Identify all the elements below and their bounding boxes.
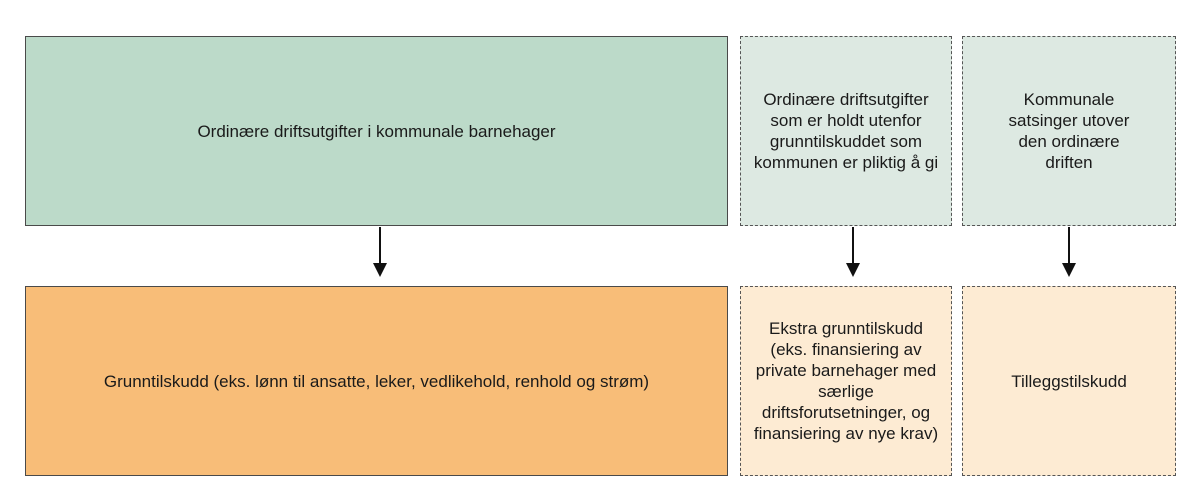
box-supplementary-grant: Tilleggstilskudd xyxy=(962,286,1176,476)
box-extra-basic-grant: Ekstra grunntilskudd (eks. finansiering … xyxy=(740,286,952,476)
box-extra-basic-grant-text: Ekstra grunntilskudd (eks. finansiering … xyxy=(753,319,939,443)
box-costs-outside-basic-grant: Ordinære driftsutgifter som er holdt ute… xyxy=(740,36,952,226)
arrow-main xyxy=(373,227,387,277)
box-ordinary-operating-costs: Ordinære driftsutgifter i kommunale barn… xyxy=(25,36,728,226)
arrow-right xyxy=(1062,227,1076,277)
box-supplementary-grant-text: Tilleggstilskudd xyxy=(1011,371,1127,391)
box-basic-grant-text: Grunntilskudd (eks. lønn til ansatte, le… xyxy=(103,371,650,391)
arrow-middle xyxy=(846,227,860,277)
box-costs-outside-basic-grant-text: Ordinære driftsutgifter som er holdt ute… xyxy=(753,90,939,172)
box-municipal-initiatives: Kommunale satsinger utover den ordinære … xyxy=(962,36,1176,226)
box-ordinary-operating-costs-text: Ordinære driftsutgifter i kommunale barn… xyxy=(197,121,556,141)
box-basic-grant: Grunntilskudd (eks. lønn til ansatte, le… xyxy=(25,286,728,476)
box-municipal-initiatives-text: Kommunale satsinger utover den ordinære … xyxy=(1008,90,1130,172)
